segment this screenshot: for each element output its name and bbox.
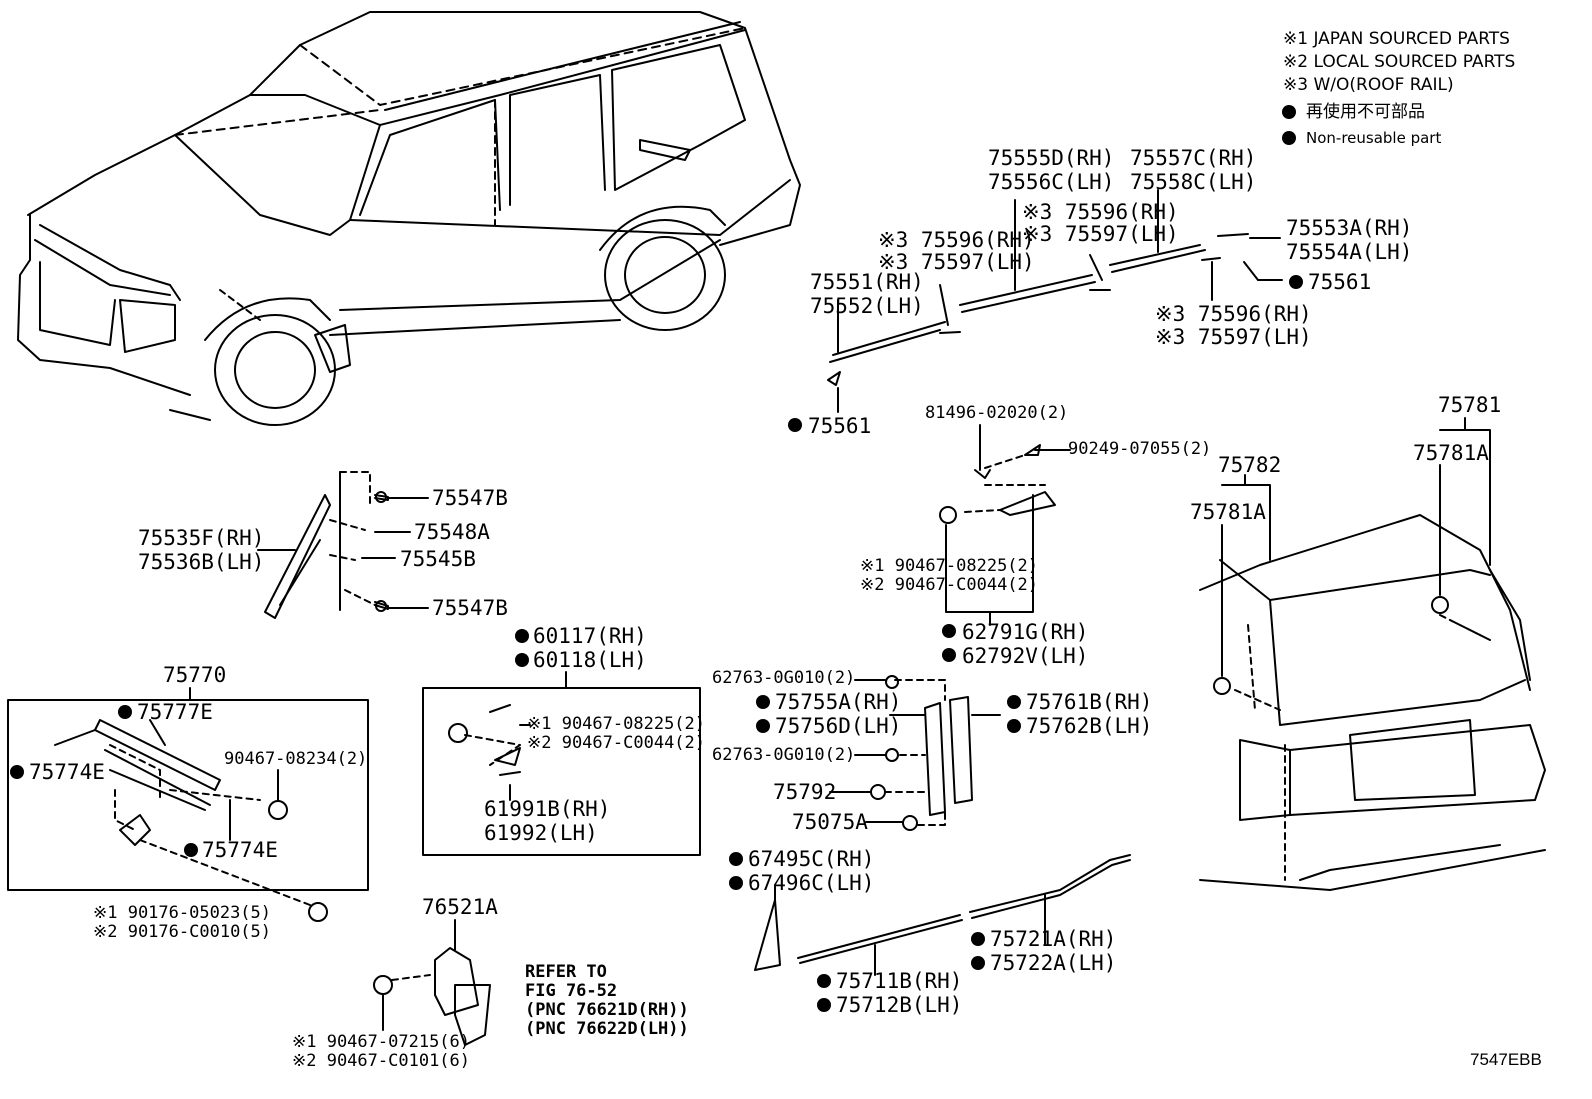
part-label: 75712B(LH) (836, 993, 963, 1017)
part-label: 75782 (1218, 453, 1282, 477)
part-label: ※1 90176-05023(5) (93, 903, 272, 923)
part-label: 75561 (1308, 270, 1372, 294)
part-label: 75777E (137, 700, 213, 724)
part-label: 75545B (400, 547, 476, 571)
part-label: 62763-0G010(2) (712, 745, 856, 765)
back-door-illustration (1199, 417, 1546, 891)
part-label: 75762B(LH) (1026, 714, 1153, 738)
part-label: 75774E (29, 760, 105, 784)
refer-to-line-2: FIG 76-52 (525, 981, 618, 1001)
part-label: 75781A (1190, 500, 1266, 524)
part-label: ※2 90467-C0044(2) (860, 575, 1039, 595)
part-label: 76521A (422, 895, 498, 919)
rear-quarter-group (939, 424, 1071, 626)
part-label: 75547B (432, 596, 508, 620)
part-label: 75556C(LH) (988, 170, 1115, 194)
part-label: 67495C(RH) (748, 847, 875, 871)
non-reusable-markers (10, 105, 1303, 1012)
part-label: 60117(RH) (533, 624, 647, 648)
part-label: 75535F(RH) (138, 526, 265, 550)
vehicle-front-illustration (17, 11, 801, 426)
part-label: 90467-08234(2) (224, 749, 368, 769)
refer-to-line-3: (PNC 76621D(RH)) (525, 1000, 689, 1020)
pillar-garnish-group (257, 471, 429, 619)
roof-moulding-group (827, 189, 1283, 413)
part-label: 75547B (432, 486, 508, 510)
part-label: ※3 75597(LH) (878, 250, 1035, 274)
part-label: 75781A (1413, 441, 1489, 465)
part-label: 61991B(RH) (484, 797, 611, 821)
part-label: ※1 90467-07215(6) (292, 1032, 471, 1052)
part-label: 81496-02020(2) (925, 403, 1069, 423)
part-label: 75555D(RH) (988, 146, 1115, 170)
part-label: 67496C(LH) (748, 871, 875, 895)
legend-note-3: ※3 W/O(ROOF RAIL) (1283, 75, 1454, 95)
part-label: 75554A(LH) (1286, 240, 1413, 264)
door-frame-garnish (829, 675, 1001, 831)
part-label: 75561 (808, 414, 872, 438)
part-label: ※3 75597(LH) (1155, 325, 1312, 349)
part-label: 75721A(RH) (990, 927, 1117, 951)
part-label: ※3 75596(RH) (1022, 200, 1179, 224)
part-label: 75557C(RH) (1130, 146, 1257, 170)
part-label: 62763-0G010(2) (712, 668, 856, 688)
part-label: 75781 (1438, 393, 1502, 417)
part-label: 62792V(LH) (962, 644, 1089, 668)
part-label: ※2 90467-C0044(2) (527, 733, 706, 753)
part-label: 75711B(RH) (836, 969, 963, 993)
part-label: ※1 90467-08225(2) (860, 556, 1039, 576)
legend-note-1: ※1 JAPAN SOURCED PARTS (1283, 29, 1510, 49)
refer-to-line-4: (PNC 76622D(LH)) (525, 1019, 689, 1039)
refer-to-line-1: REFER TO (525, 962, 607, 982)
part-label: 75756D(LH) (775, 714, 902, 738)
part-label: 75558C(LH) (1130, 170, 1257, 194)
part-label: 75755A(RH) (775, 690, 902, 714)
part-label: 75774E (202, 838, 278, 862)
part-label: 60118(LH) (533, 648, 647, 672)
part-label: ※3 75597(LH) (1022, 222, 1179, 246)
part-label: 61992(LH) (484, 821, 598, 845)
box-60117 (422, 671, 701, 856)
part-label: ※3 75596(RH) (878, 228, 1035, 252)
side-moulding-group (754, 854, 1131, 976)
part-label: 75551(RH) (810, 270, 924, 294)
part-label: 75536B(LH) (138, 550, 265, 574)
legend-non-reusable-en: Non-reusable part (1306, 129, 1442, 147)
part-label: 75770 (163, 663, 227, 687)
liner-clip-group (373, 919, 491, 1046)
part-label: ※2 90176-C0010(5) (93, 922, 272, 942)
part-label: 75553A(RH) (1286, 216, 1413, 240)
part-label: ※3 75596(RH) (1155, 302, 1312, 326)
part-label: 75075A (792, 810, 868, 834)
part-label: 90249-07055(2) (1068, 439, 1212, 459)
box-75770 (7, 687, 369, 922)
part-label: 75722A(LH) (990, 951, 1117, 975)
part-label: 75761B(RH) (1026, 690, 1153, 714)
legend-note-2: ※2 LOCAL SOURCED PARTS (1283, 52, 1516, 72)
legend-non-reusable-jp: 再使用不可部品 (1306, 102, 1425, 122)
part-label: 62791G(RH) (962, 620, 1089, 644)
part-label: ※1 90467-08225(2) (527, 714, 706, 734)
part-label: 75552(LH) (810, 294, 924, 318)
part-label: 75548A (414, 520, 490, 544)
part-label: ※2 90467-C0101(6) (292, 1051, 471, 1071)
part-label: 75792 (773, 780, 837, 804)
figure-code: 7547EBB (1470, 1050, 1542, 1069)
